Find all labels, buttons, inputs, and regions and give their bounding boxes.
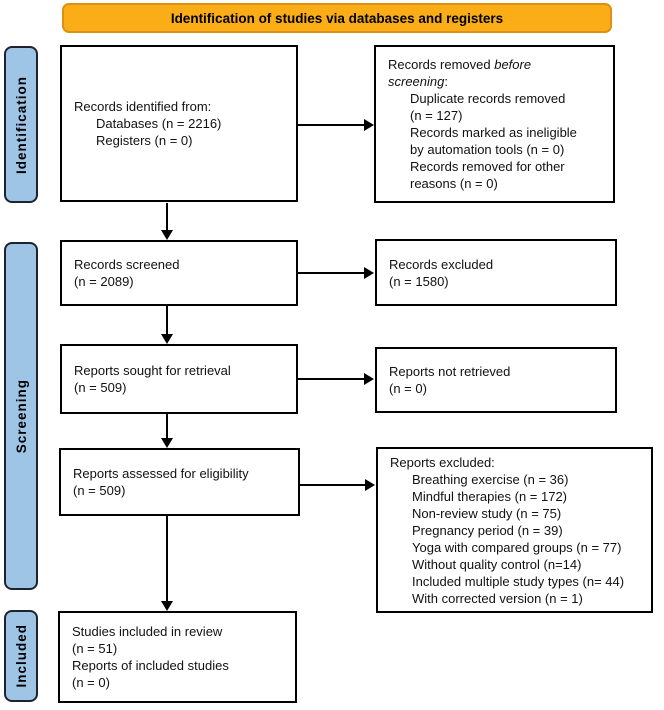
box-text-line: Reports assessed for eligibility [73, 466, 249, 481]
box-text-line: Records marked as ineligible [410, 125, 577, 140]
box-text-line: (n = 127) [410, 108, 463, 123]
box-reports-assessed: Reports assessed for eligibility (n = 50… [59, 448, 300, 516]
box-records-excluded: Records excluded (n = 1580) [375, 239, 617, 306]
stage-label-included: Included [13, 624, 29, 688]
box-text-line: (n = 509) [74, 380, 127, 395]
box-text-line: Pregnancy period (n = 39) [412, 522, 563, 538]
box-text-line: Reports excluded: [390, 454, 495, 470]
box-text-line: (n = 0) [72, 675, 110, 690]
box-text-line: Duplicate records removed [410, 91, 566, 106]
box-text-line: (n = 1580) [389, 273, 449, 289]
stage-label-screening: Screening [13, 378, 29, 454]
box-text-line: Records removed before [388, 56, 605, 73]
arrow-screened-to-excluded [298, 267, 374, 279]
box-reports-not-retrieved: Reports not retrieved (n = 0) [375, 347, 617, 413]
box-records-screened: Records screened (n = 2089) [60, 240, 298, 306]
arrow-screened-to-sought [161, 306, 173, 344]
removed-prefix: Records removed [388, 57, 495, 72]
box-text-line: With corrected version (n = 1) [412, 590, 583, 606]
box-text-line: Records identified from: [74, 99, 212, 114]
stage-bar-included: Included [4, 610, 38, 702]
box-text-line: Records excluded [389, 256, 494, 272]
box-text-line: Reports sought for retrieval [74, 363, 231, 378]
box-text-line: screening: [388, 73, 605, 90]
removed-italic-screening: screening [388, 74, 445, 89]
box-text-line: (n = 0) [389, 381, 427, 396]
box-text-line: Databases (n = 2216) [96, 116, 222, 131]
box-reports-excluded: Reports excluded: Breathing exercise (n … [376, 447, 653, 613]
arrow-identified-to-screened [161, 203, 173, 240]
box-text-line: Records removed for other [410, 159, 565, 174]
stage-bar-identification: Identification [4, 46, 38, 203]
arrow-assessed-to-reports-excluded [300, 479, 375, 491]
box-reports-sought: Reports sought for retrieval (n = 509) [60, 344, 298, 414]
box-text-line: (n = 509) [73, 483, 126, 498]
box-studies-included: Studies included in review (n = 51) Repo… [58, 611, 297, 703]
box-text-line: Non-review study (n = 75) [412, 505, 562, 521]
arrow-sought-to-not-retrieved [298, 373, 374, 385]
box-text-line: Breathing exercise (n = 36) [412, 471, 569, 487]
box-text-line: Records screened [74, 257, 180, 272]
box-records-removed: Records removed before screening: Duplic… [374, 45, 615, 203]
box-text-line: Studies included in review [72, 624, 223, 639]
banner-title: Identification of studies via databases … [170, 10, 504, 26]
stage-bar-screening: Screening [4, 242, 38, 590]
removed-italic-before: before [494, 57, 532, 72]
removed-suffix: : [444, 74, 448, 89]
box-text-line: Reports of included studies [72, 658, 229, 673]
arrow-sought-to-assessed [161, 414, 173, 448]
box-text-line: Registers (n = 0) [96, 133, 193, 148]
box-text-line: Included multiple study types (n= 44) [412, 573, 625, 589]
box-text-line: (n = 51) [72, 641, 118, 656]
arrow-identified-to-removed [298, 119, 374, 131]
box-text-line: (n = 2089) [74, 274, 134, 289]
box-records-identified: Records identified from: Databases (n = … [60, 45, 298, 202]
box-text-line: Reports not retrieved [389, 364, 511, 379]
box-text-line: reasons (n = 0) [410, 176, 498, 191]
arrow-assessed-to-included [161, 516, 173, 611]
box-text-line: by automation tools (n = 0) [410, 142, 565, 157]
box-text-line: Without quality control (n=14) [412, 556, 582, 572]
box-text-line: Yoga with compared groups (n = 77) [412, 539, 622, 555]
banner: Identification of studies via databases … [62, 3, 612, 33]
box-text-line: Mindful therapies (n = 172) [412, 488, 568, 504]
stage-label-identification: Identification [13, 75, 29, 174]
